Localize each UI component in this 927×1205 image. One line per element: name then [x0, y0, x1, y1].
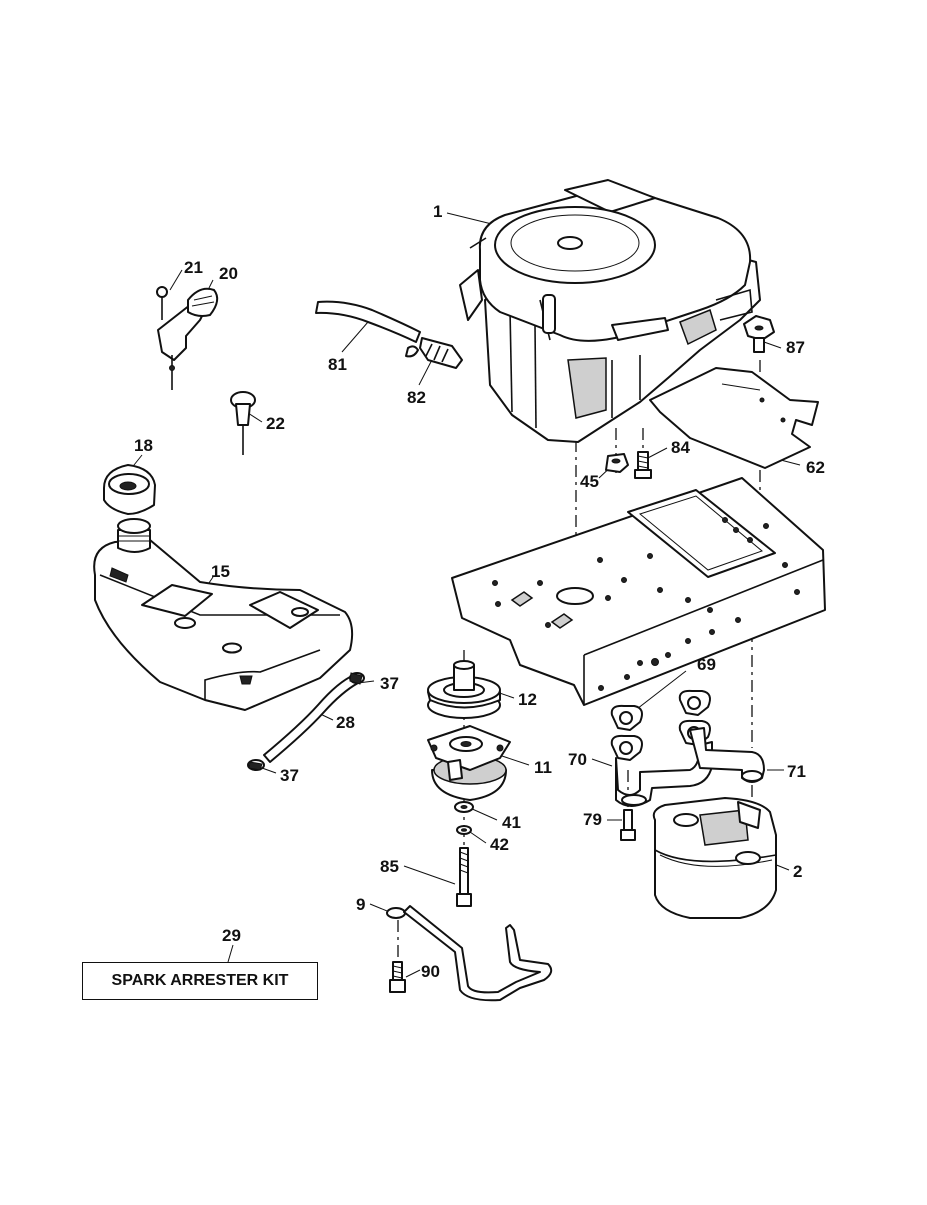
clutch-washers-and-bolt [454, 801, 474, 907]
callout-69: 69 [697, 655, 716, 674]
callout-82: 82 [407, 388, 426, 407]
callout-37a: 37 [380, 674, 399, 693]
callout-84: 84 [671, 438, 690, 457]
callout-41: 41 [502, 813, 521, 832]
callout-12: 12 [518, 690, 537, 709]
lock-nut-and-bolt [605, 451, 652, 479]
fuel-tank [93, 518, 354, 711]
engine-pulley [427, 660, 501, 719]
callout-2: 2 [793, 862, 803, 881]
heat-shield [649, 367, 819, 469]
callout-90: 90 [421, 962, 440, 981]
callout-18: 18 [134, 436, 153, 455]
callout-29: 29 [222, 926, 241, 945]
callout-1: 1 [433, 202, 443, 221]
callout-71: 71 [787, 762, 806, 781]
callout-37b: 37 [280, 766, 299, 785]
fuel-hose-and-clamps [247, 672, 365, 771]
callout-85: 85 [380, 857, 399, 876]
callout-62: 62 [806, 458, 825, 477]
chassis-frame [451, 477, 826, 706]
callout-21: 21 [184, 258, 203, 277]
frame-holes [492, 517, 800, 691]
callout-42: 42 [490, 835, 509, 854]
throttle-control [156, 286, 219, 390]
callout-20: 20 [219, 264, 238, 283]
control-cable [386, 905, 553, 1002]
callout-70: 70 [568, 750, 587, 769]
callout-22: 22 [266, 414, 285, 433]
callout-9: 9 [356, 895, 366, 914]
muffler [652, 797, 777, 919]
exhaust-pipes [615, 727, 765, 807]
engine [459, 179, 761, 443]
callout-45: 45 [580, 472, 599, 491]
flange-bolt-87 [743, 315, 775, 353]
spark-arrester-kit-label: SPARK ARRESTER KIT [82, 962, 318, 1000]
callout-15: 15 [211, 562, 230, 581]
callout-11: 11 [534, 758, 552, 777]
bolt-79 [620, 809, 636, 841]
callout-81: 81 [328, 355, 347, 374]
choke-knob [230, 391, 256, 455]
callout-79: 79 [583, 810, 602, 829]
callout-28: 28 [336, 713, 355, 732]
fuel-cap [103, 464, 156, 515]
callout-87: 87 [786, 338, 805, 357]
fuel-line-and-filter [315, 300, 463, 369]
electric-clutch [427, 725, 511, 801]
